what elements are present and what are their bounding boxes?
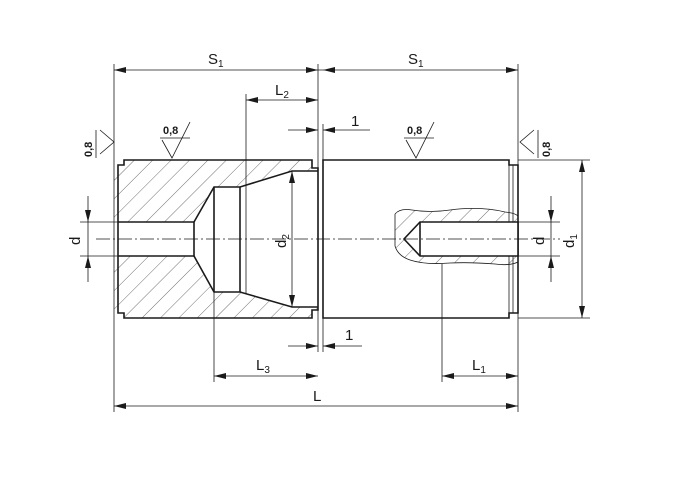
dimension-arrows — [85, 67, 585, 409]
left-die-hatch-bottom — [114, 256, 318, 318]
dim-label-gap-top: 1 — [351, 113, 359, 130]
surface-finish-right-end: 0,8 — [519, 129, 553, 158]
finish-label: 0,8 — [541, 142, 553, 157]
surface-finish-left-end: 0,8 — [83, 129, 115, 158]
dim-label-d-left: d — [67, 237, 84, 245]
finish-label: 0,8 — [83, 142, 95, 157]
dimension-lines — [80, 64, 590, 412]
dim-label-d2: d2 — [273, 234, 292, 248]
dim-label-l1: L1 — [472, 357, 486, 376]
left-die-section — [114, 159, 319, 319]
surface-finish-right-top: 0,8 — [404, 121, 435, 159]
dim-label-l3: L3 — [256, 357, 270, 376]
finish-label: 0,8 — [407, 125, 422, 137]
dim-label-s1-left: S1 — [208, 51, 224, 70]
dim-label-gap-bottom: 1 — [345, 327, 353, 344]
dim-label-d1: d1 — [561, 234, 580, 248]
dim-label-l-total: L — [313, 388, 321, 405]
left-die-outline — [117, 159, 319, 319]
dim-label-l2: L2 — [275, 82, 289, 101]
finish-label: 0,8 — [163, 125, 178, 137]
dim-label-d-right: d — [531, 237, 548, 245]
dim-label-s1-right: S1 — [408, 51, 424, 70]
right-pin-breakout — [394, 208, 519, 266]
surface-finish-left-top: 0,8 — [160, 121, 191, 159]
left-die-hatch-top — [114, 160, 318, 222]
